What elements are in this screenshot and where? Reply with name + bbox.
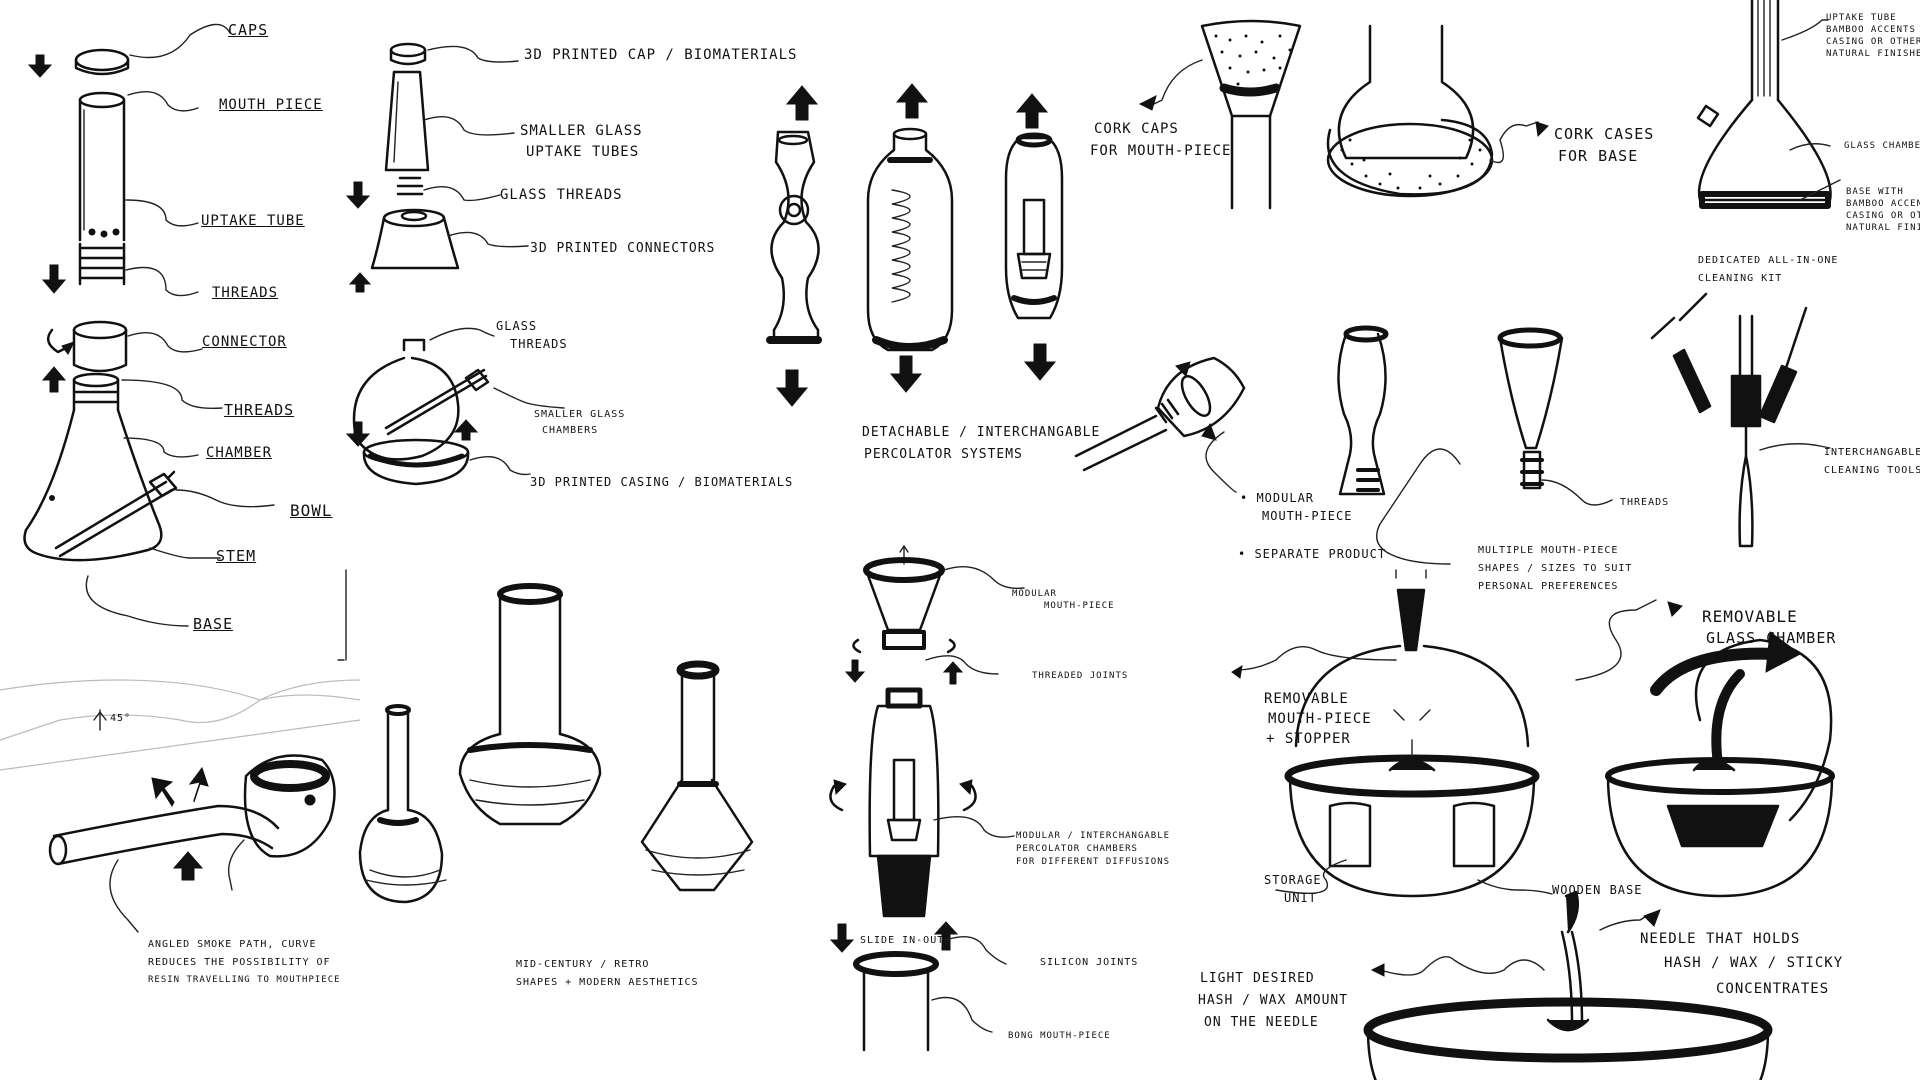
- storage-unit-label-1: Storage: [1264, 873, 1322, 887]
- light-amount-label-2: Hash / Wax Amount: [1198, 993, 1349, 1008]
- bowl-label: Bowl: [290, 501, 333, 520]
- smoke-path-note-3: Resin Travelling to Mouthpiece: [148, 975, 341, 985]
- caps-label: Caps: [228, 21, 269, 39]
- threads-bottom-label: Threads: [224, 401, 295, 419]
- uptake-tube-label: Uptake Tube: [201, 213, 305, 229]
- bamboo-base-label-4: Natural Finish: [1846, 223, 1920, 233]
- needle-label-3: Concentrates: [1716, 981, 1830, 997]
- removable-mouth-label-1: Removable: [1264, 691, 1349, 707]
- cork-cases-label-1: Cork Cases: [1554, 125, 1655, 143]
- modular-mouth-label-2: Mouth-Piece: [1262, 509, 1353, 523]
- needle-label-2: Hash / Wax / Sticky: [1664, 955, 1844, 971]
- mouth-piece-label: Mouth Piece: [219, 97, 323, 113]
- removable-chamber-label-1: Removable: [1702, 607, 1798, 626]
- needle-label-1: Needle that Holds: [1640, 931, 1801, 947]
- bong-mouth-label: Bong Mouth-Piece: [1008, 1031, 1111, 1041]
- smaller-tubes-label-2: Uptake Tubes: [526, 144, 640, 160]
- bamboo-uptake-label-1: Uptake Tube: [1826, 13, 1897, 23]
- angle-label: 45°: [110, 713, 132, 724]
- smaller-chambers-label-1: Smaller Glass: [534, 409, 626, 420]
- removable-chamber-label-2: Glass Chamber: [1706, 629, 1837, 647]
- multiple-mouth-label-3: Personal Preferences: [1478, 581, 1619, 592]
- storage-unit-label-2: Unit: [1284, 891, 1317, 905]
- bamboo-base-label-1: Base with: [1846, 187, 1904, 197]
- separate-product-label: • Separate Product: [1238, 547, 1387, 561]
- panel9-modular-bong: [829, 544, 1025, 1052]
- slide-label: Slide In-Out: [860, 935, 945, 946]
- silicon-joints-label: Silicon Joints: [1040, 957, 1139, 968]
- light-amount-label-3: on the Needle: [1204, 1015, 1319, 1030]
- panel5-bamboo-bong: [1696, 0, 1841, 209]
- panel6-mouthpieces: [1074, 292, 1831, 565]
- chamber-label: Chamber: [206, 445, 273, 461]
- panel8-retro-shapes: [358, 583, 754, 904]
- perc-chambers-label-3: for Different Diffusions: [1016, 857, 1171, 867]
- cork-caps-label-1: Cork Caps: [1094, 121, 1179, 137]
- retro-caption-1: Mid-Century / Retro: [516, 959, 650, 970]
- glass-threads-label: Glass Threads: [500, 187, 623, 203]
- modular-mouth-label-1: • Modular: [1240, 491, 1315, 505]
- removable-mouth-label-3: + Stopper: [1266, 731, 1351, 747]
- cleaning-tools-label-2: Cleaning Tools: [1824, 465, 1920, 476]
- panel10-glass-chamber: [1231, 569, 1835, 898]
- cleaning-kit-label-2: Cleaning Kit: [1698, 273, 1783, 284]
- panel7-pipe: [0, 679, 361, 933]
- bamboo-uptake-label-4: Natural Finishes: [1826, 49, 1920, 59]
- glass-threads2-label-1: Glass: [496, 319, 538, 333]
- percolator-caption-1: Detachable / Interchangable: [862, 425, 1101, 440]
- stem-label: Stem: [216, 547, 257, 565]
- printed-casing-label: 3D Printed casing / Biomaterials: [530, 475, 794, 489]
- cap-material-label: 3D Printed Cap / Biomaterials: [524, 47, 798, 63]
- multiple-mouth-label-2: Shapes / Sizes to Suit: [1478, 563, 1633, 574]
- panel4-cork: [1138, 19, 1549, 210]
- panel2-modular-parts: [345, 42, 565, 486]
- threads-top-label: Threads: [212, 285, 279, 301]
- cork-cases-label-2: For Base: [1558, 147, 1639, 165]
- smaller-chambers-label-2: Chambers: [542, 425, 599, 436]
- p9-modular-label-1: Modular: [1012, 589, 1057, 599]
- cleaning-kit-label-1: Dedicated All-in-One: [1698, 255, 1839, 266]
- mouthpiece-threads-label: Threads: [1620, 497, 1670, 508]
- panel11-needle: [1363, 890, 1773, 1080]
- light-amount-label-1: Light Desired: [1200, 971, 1315, 986]
- panel1-exploded-bong: [23, 23, 347, 661]
- cleaning-tools-label-1: Interchangable: [1824, 447, 1920, 458]
- bamboo-uptake-label-3: Casing or Other: [1826, 37, 1920, 47]
- threaded-joints-label: Threaded Joints: [1032, 671, 1129, 681]
- bamboo-base-label-2: Bamboo Accents: [1846, 199, 1920, 209]
- multiple-mouth-label-1: Multiple Mouth-Piece: [1478, 545, 1619, 556]
- cork-caps-label-2: For Mouth-Piece: [1090, 143, 1232, 159]
- base-label: Base: [193, 615, 234, 633]
- connector-label: Connector: [202, 334, 287, 350]
- wooden-base-label: Wooden Base: [1552, 883, 1643, 897]
- printed-connectors-label: 3D Printed Connectors: [530, 241, 716, 256]
- p9-modular-label-2: Mouth-Piece: [1044, 601, 1115, 611]
- percolator-caption-2: Percolator Systems: [864, 447, 1023, 462]
- perc-chambers-label-1: Modular / Interchangable: [1016, 831, 1171, 841]
- smoke-path-note-2: Reduces the Possibility of: [148, 957, 331, 968]
- bamboo-base-label-3: Casing or Oth: [1846, 211, 1920, 221]
- smoke-path-note-1: Angled Smoke Path, Curve: [148, 939, 317, 950]
- glass-chamber-label: Glass Chamber: [1844, 141, 1920, 151]
- panel3-percolators: [766, 83, 1064, 407]
- retro-caption-2: Shapes + Modern Aesthetics: [516, 977, 699, 988]
- bamboo-uptake-label-2: Bamboo Accents: [1826, 25, 1916, 35]
- glass-threads2-label-2: Threads: [510, 337, 568, 351]
- perc-chambers-label-2: Percolator Chambers: [1016, 844, 1138, 854]
- smaller-tubes-label-1: Smaller Glass: [520, 123, 643, 139]
- removable-mouth-label-2: Mouth-Piece: [1268, 711, 1372, 727]
